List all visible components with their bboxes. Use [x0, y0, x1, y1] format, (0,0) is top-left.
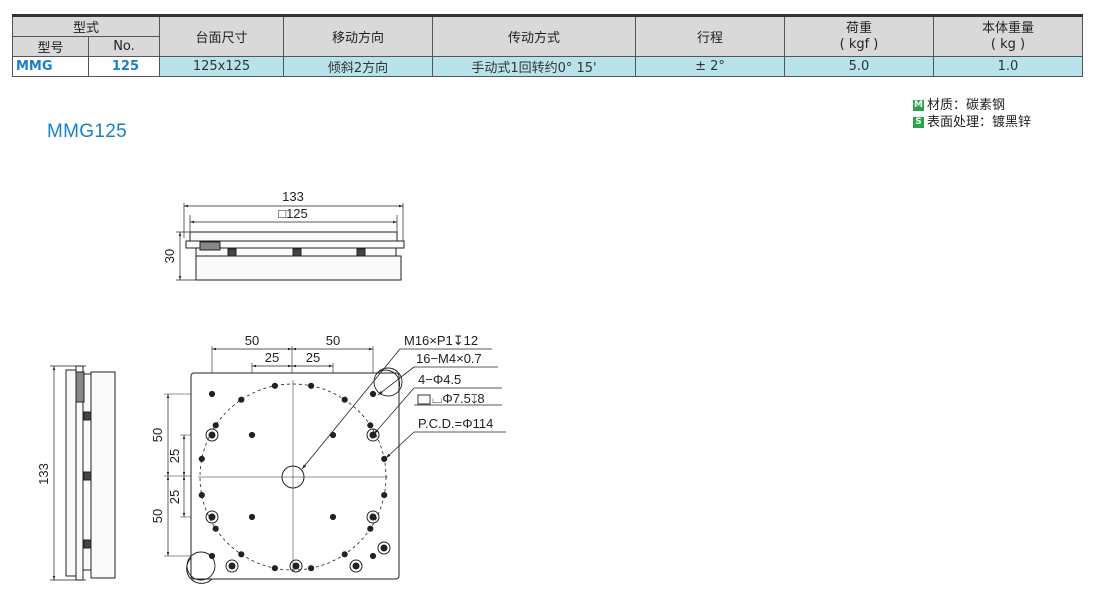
- tapped-hole: [271, 565, 278, 572]
- tapped-hole: [271, 382, 278, 389]
- tapped-hole: [341, 396, 348, 403]
- material-text: 材质：碳素钢: [927, 98, 1006, 113]
- dim-overall-width: 133: [282, 189, 304, 204]
- dim-table-size: □125: [278, 206, 308, 221]
- counterbore-hole-inner: [369, 513, 377, 521]
- spec-table: 型式 台面尺寸 移动方向 传动方式 行程 荷重 ( kgf ) 本体重量 ( k…: [12, 14, 1083, 77]
- cell-model: MMG: [12, 56, 89, 77]
- dim-pitch-left: 50: [245, 333, 259, 348]
- counterbore-hole: [289, 559, 303, 573]
- callout-pcd: P.C.D.=Φ114: [418, 416, 493, 431]
- cell-move-direction: 倾斜2方向: [283, 56, 433, 77]
- side-view: [50, 365, 116, 581]
- mounting-hole: [329, 431, 337, 439]
- counterbore-hole: [205, 510, 219, 524]
- counterbore-hole-inner: [292, 562, 300, 570]
- surface-text: 表面处理：镀黑锌: [927, 115, 1032, 130]
- counterbore-hole: [349, 559, 363, 573]
- mounting-hole: [329, 513, 337, 521]
- counterbore-hole-inner: [208, 513, 216, 521]
- tapped-hole: [381, 455, 388, 462]
- tapped-hole: [238, 551, 245, 558]
- counterbore-hole: [366, 510, 380, 524]
- cell-weight: 1.0: [933, 56, 1083, 77]
- tapped-hole: [367, 525, 374, 532]
- model-title: MMG125: [47, 121, 127, 142]
- tapped-hole: [198, 492, 205, 499]
- header-weight: 本体重量 ( kg ): [933, 14, 1083, 57]
- mounting-hole: [248, 431, 256, 439]
- cell-drive-method: 手动式1回转约0° 15': [432, 56, 636, 77]
- header-load: 荷重 ( kgf ): [784, 14, 934, 57]
- callout-m4: 16−M4×0.7: [416, 351, 482, 366]
- mounting-hole: [208, 552, 216, 560]
- mounting-hole: [248, 513, 256, 521]
- counterbore-hole: [366, 428, 380, 442]
- callout-cbore: ⌴Φ7.5↧8: [432, 391, 485, 406]
- tapped-hole: [238, 396, 245, 403]
- header-load-unit: ( kgf ): [839, 36, 879, 52]
- dim-side-length: 133: [36, 463, 51, 485]
- tapped-hole: [212, 525, 219, 532]
- mounting-holes: [198, 382, 391, 573]
- callout-leaders: [301, 348, 506, 470]
- header-type-group: 型式: [12, 14, 160, 37]
- counterbore-hole-inner: [380, 544, 388, 552]
- mounting-hole: [208, 390, 216, 398]
- tapped-hole: [341, 551, 348, 558]
- counterbore-hole: [377, 541, 391, 555]
- counterbore-hole-inner: [228, 562, 236, 570]
- counterbore-hole: [205, 428, 219, 442]
- surface-badge-icon: S: [913, 117, 924, 128]
- tapped-hole: [308, 382, 315, 389]
- callout-phi45: 4−Φ4.5: [418, 372, 461, 387]
- material-notes: M 材质：碳素钢 S 表面处理：镀黑锌: [913, 97, 1031, 131]
- header-move-direction: 移动方向: [283, 14, 433, 57]
- header-drive-method: 传动方式: [432, 14, 636, 57]
- callout-m16: M16×P1↧12: [404, 333, 478, 348]
- dim-v-top: 50: [150, 428, 165, 442]
- mounting-hole: [369, 552, 377, 560]
- tapped-hole: [381, 492, 388, 499]
- dim-pitch-right-half: 25: [306, 350, 320, 365]
- material-note: M 材质：碳素钢: [913, 97, 1031, 114]
- counterbore-hole-inner: [352, 562, 360, 570]
- cell-table-size: 125x125: [159, 56, 284, 77]
- dim-height: 30: [162, 249, 177, 263]
- tapped-hole: [367, 422, 374, 429]
- surface-note: S 表面处理：镀黑锌: [913, 114, 1031, 131]
- header-load-label: 荷重: [845, 20, 872, 36]
- dim-v-top-half: 25: [167, 449, 182, 463]
- dim-pitch-right: 50: [326, 333, 340, 348]
- dim-pitch-left-half: 25: [265, 350, 279, 365]
- dim-v-bottom-half: 25: [167, 490, 182, 504]
- tapped-hole: [308, 565, 315, 572]
- tapped-hole: [212, 422, 219, 429]
- cell-stroke: ± 2°: [635, 56, 785, 77]
- front-view: [176, 203, 405, 281]
- mounting-hole: [369, 390, 377, 398]
- header-weight-unit: ( kg ): [990, 36, 1026, 52]
- dim-v-bottom: 50: [150, 509, 165, 523]
- cell-load: 5.0: [784, 56, 934, 77]
- cell-no: 125: [88, 56, 160, 77]
- tapped-hole: [198, 455, 205, 462]
- counterbore-hole: [225, 559, 239, 573]
- header-weight-label: 本体重量: [981, 20, 1034, 36]
- counterbore-hole-inner: [208, 431, 216, 439]
- top-view: [164, 346, 403, 584]
- header-model: 型号: [12, 36, 89, 57]
- header-stroke: 行程: [635, 14, 785, 57]
- material-badge-icon: M: [913, 100, 924, 111]
